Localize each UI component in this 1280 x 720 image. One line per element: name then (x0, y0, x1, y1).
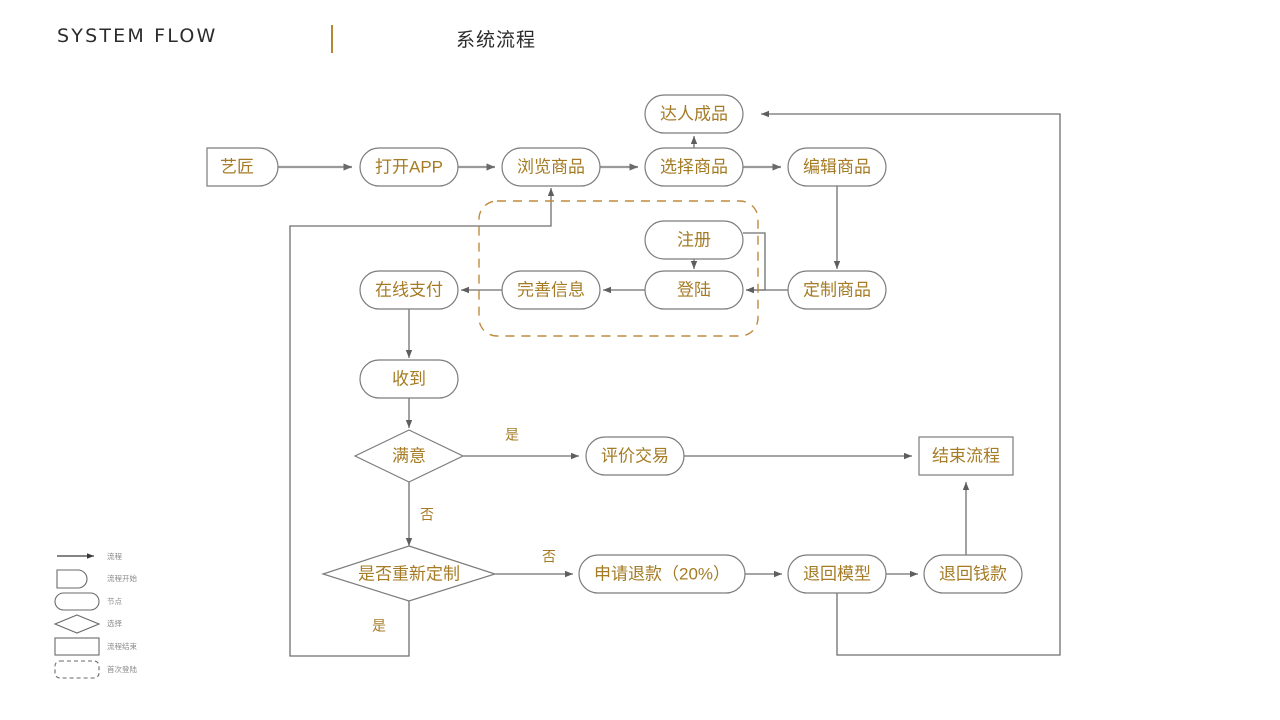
connectors (273, 110, 1061, 657)
node-return-model[interactable]: 退回模型 (787, 554, 887, 594)
legend-label-4: 流程结束 (107, 641, 137, 651)
node-open-app[interactable]: 打开APP (359, 147, 459, 187)
node-return-model-label: 退回模型 (803, 564, 871, 583)
legend-flow-end-icon (54, 637, 100, 656)
legend-label-3: 选择 (107, 618, 122, 628)
legend-first-login-icon (54, 660, 100, 679)
node-select[interactable]: 选择商品 (644, 147, 744, 187)
node-return-model-shape (787, 554, 887, 594)
node-open-app-shape (359, 147, 459, 187)
node-received-label: 收到 (392, 369, 426, 388)
node-satisfied-decision[interactable]: 满意 (353, 429, 465, 483)
node-customize[interactable]: 定制商品 (787, 270, 887, 310)
node-select-shape (644, 147, 744, 187)
node-register-shape (644, 220, 744, 260)
legend: 流程 流程开始 节点 选择 流程结束 首次登陆 (53, 551, 137, 679)
edge-label-recustomize-no: 否 (542, 549, 556, 565)
edge-returnmodel-loop-to-expertwork (761, 110, 1061, 656)
node-browse-shape (501, 147, 601, 187)
node-apply-refund-shape (578, 554, 746, 594)
page-title-cn: 系统流程 (456, 30, 537, 51)
node-start-shape (206, 147, 279, 187)
node-expert-work-label: 达人成品 (660, 104, 728, 123)
node-satisfied-label: 满意 (392, 446, 426, 465)
node-start-label: 艺匠 (220, 157, 254, 176)
node-complete-info-shape (501, 270, 601, 310)
page-title-en: SYSTEM FLOW (57, 25, 218, 47)
legend-decision-icon (53, 614, 101, 634)
node-edit-shape (787, 147, 887, 187)
node-end-flow[interactable]: 结束流程 (918, 436, 1014, 476)
node-customize-shape (787, 270, 887, 310)
node-return-money-shape (923, 554, 1023, 594)
legend-label-0: 流程 (107, 551, 122, 561)
node-apply-refund[interactable]: 申请退款（20%） (578, 554, 746, 594)
node-received-shape (359, 359, 459, 399)
node-edit-label: 编辑商品 (803, 157, 871, 176)
node-end-flow-shape (918, 436, 1014, 476)
first-login-group-box (478, 200, 759, 337)
node-edit[interactable]: 编辑商品 (787, 147, 887, 187)
legend-label-5: 首次登陆 (107, 664, 137, 674)
node-register-label: 注册 (677, 230, 711, 249)
node-customize-label: 定制商品 (803, 280, 871, 299)
node-recustomize-label: 是否重新定制 (358, 564, 460, 583)
legend-label-2: 节点 (107, 597, 122, 606)
node-rate-deal-shape (585, 436, 685, 476)
node-online-pay-shape (359, 270, 459, 310)
node-expert-work-shape (644, 94, 744, 134)
node-login[interactable]: 登陆 (644, 270, 744, 310)
node-online-pay-label: 在线支付 (375, 280, 443, 299)
node-rate-deal-label: 评价交易 (601, 446, 669, 465)
node-start[interactable]: 艺匠 (206, 147, 279, 187)
node-select-label: 选择商品 (660, 157, 728, 176)
node-end-flow-label: 结束流程 (932, 446, 1000, 465)
node-browse[interactable]: 浏览商品 (501, 147, 601, 187)
edge-register-to-login-right (743, 232, 766, 294)
edge-recustomize-yes-loop-to-browse (289, 188, 555, 657)
node-return-money-label: 退回钱款 (939, 564, 1007, 583)
node-open-app-label: 打开APP (375, 157, 443, 176)
node-login-shape (644, 270, 744, 310)
node-online-pay[interactable]: 在线支付 (359, 270, 459, 310)
node-register[interactable]: 注册 (644, 220, 744, 260)
page-header: SYSTEM FLOW 系统流程 (0, 0, 1280, 70)
edge-label-recustomize-yes: 是 (372, 618, 386, 634)
node-return-money[interactable]: 退回钱款 (923, 554, 1023, 594)
edge-label-satisfied-yes: 是 (505, 427, 519, 443)
node-login-label: 登陆 (677, 280, 711, 299)
node-recustomize-shape (321, 545, 497, 602)
legend-node-icon (54, 592, 100, 611)
node-complete-info-label: 完善信息 (517, 280, 585, 299)
node-received[interactable]: 收到 (359, 359, 459, 399)
node-recustomize-decision[interactable]: 是否重新定制 (321, 545, 497, 602)
node-rate-deal[interactable]: 评价交易 (585, 436, 685, 476)
legend-flow-start-icon (56, 569, 88, 589)
node-complete-info[interactable]: 完善信息 (501, 270, 601, 310)
node-browse-label: 浏览商品 (517, 157, 585, 176)
edge-label-satisfied-no: 否 (420, 507, 434, 523)
node-satisfied-shape (353, 429, 465, 483)
node-apply-refund-label: 申请退款（20%） (594, 564, 730, 583)
legend-label-1: 流程开始 (107, 573, 137, 583)
header-divider (331, 25, 333, 53)
node-expert-work[interactable]: 达人成品 (644, 94, 744, 134)
